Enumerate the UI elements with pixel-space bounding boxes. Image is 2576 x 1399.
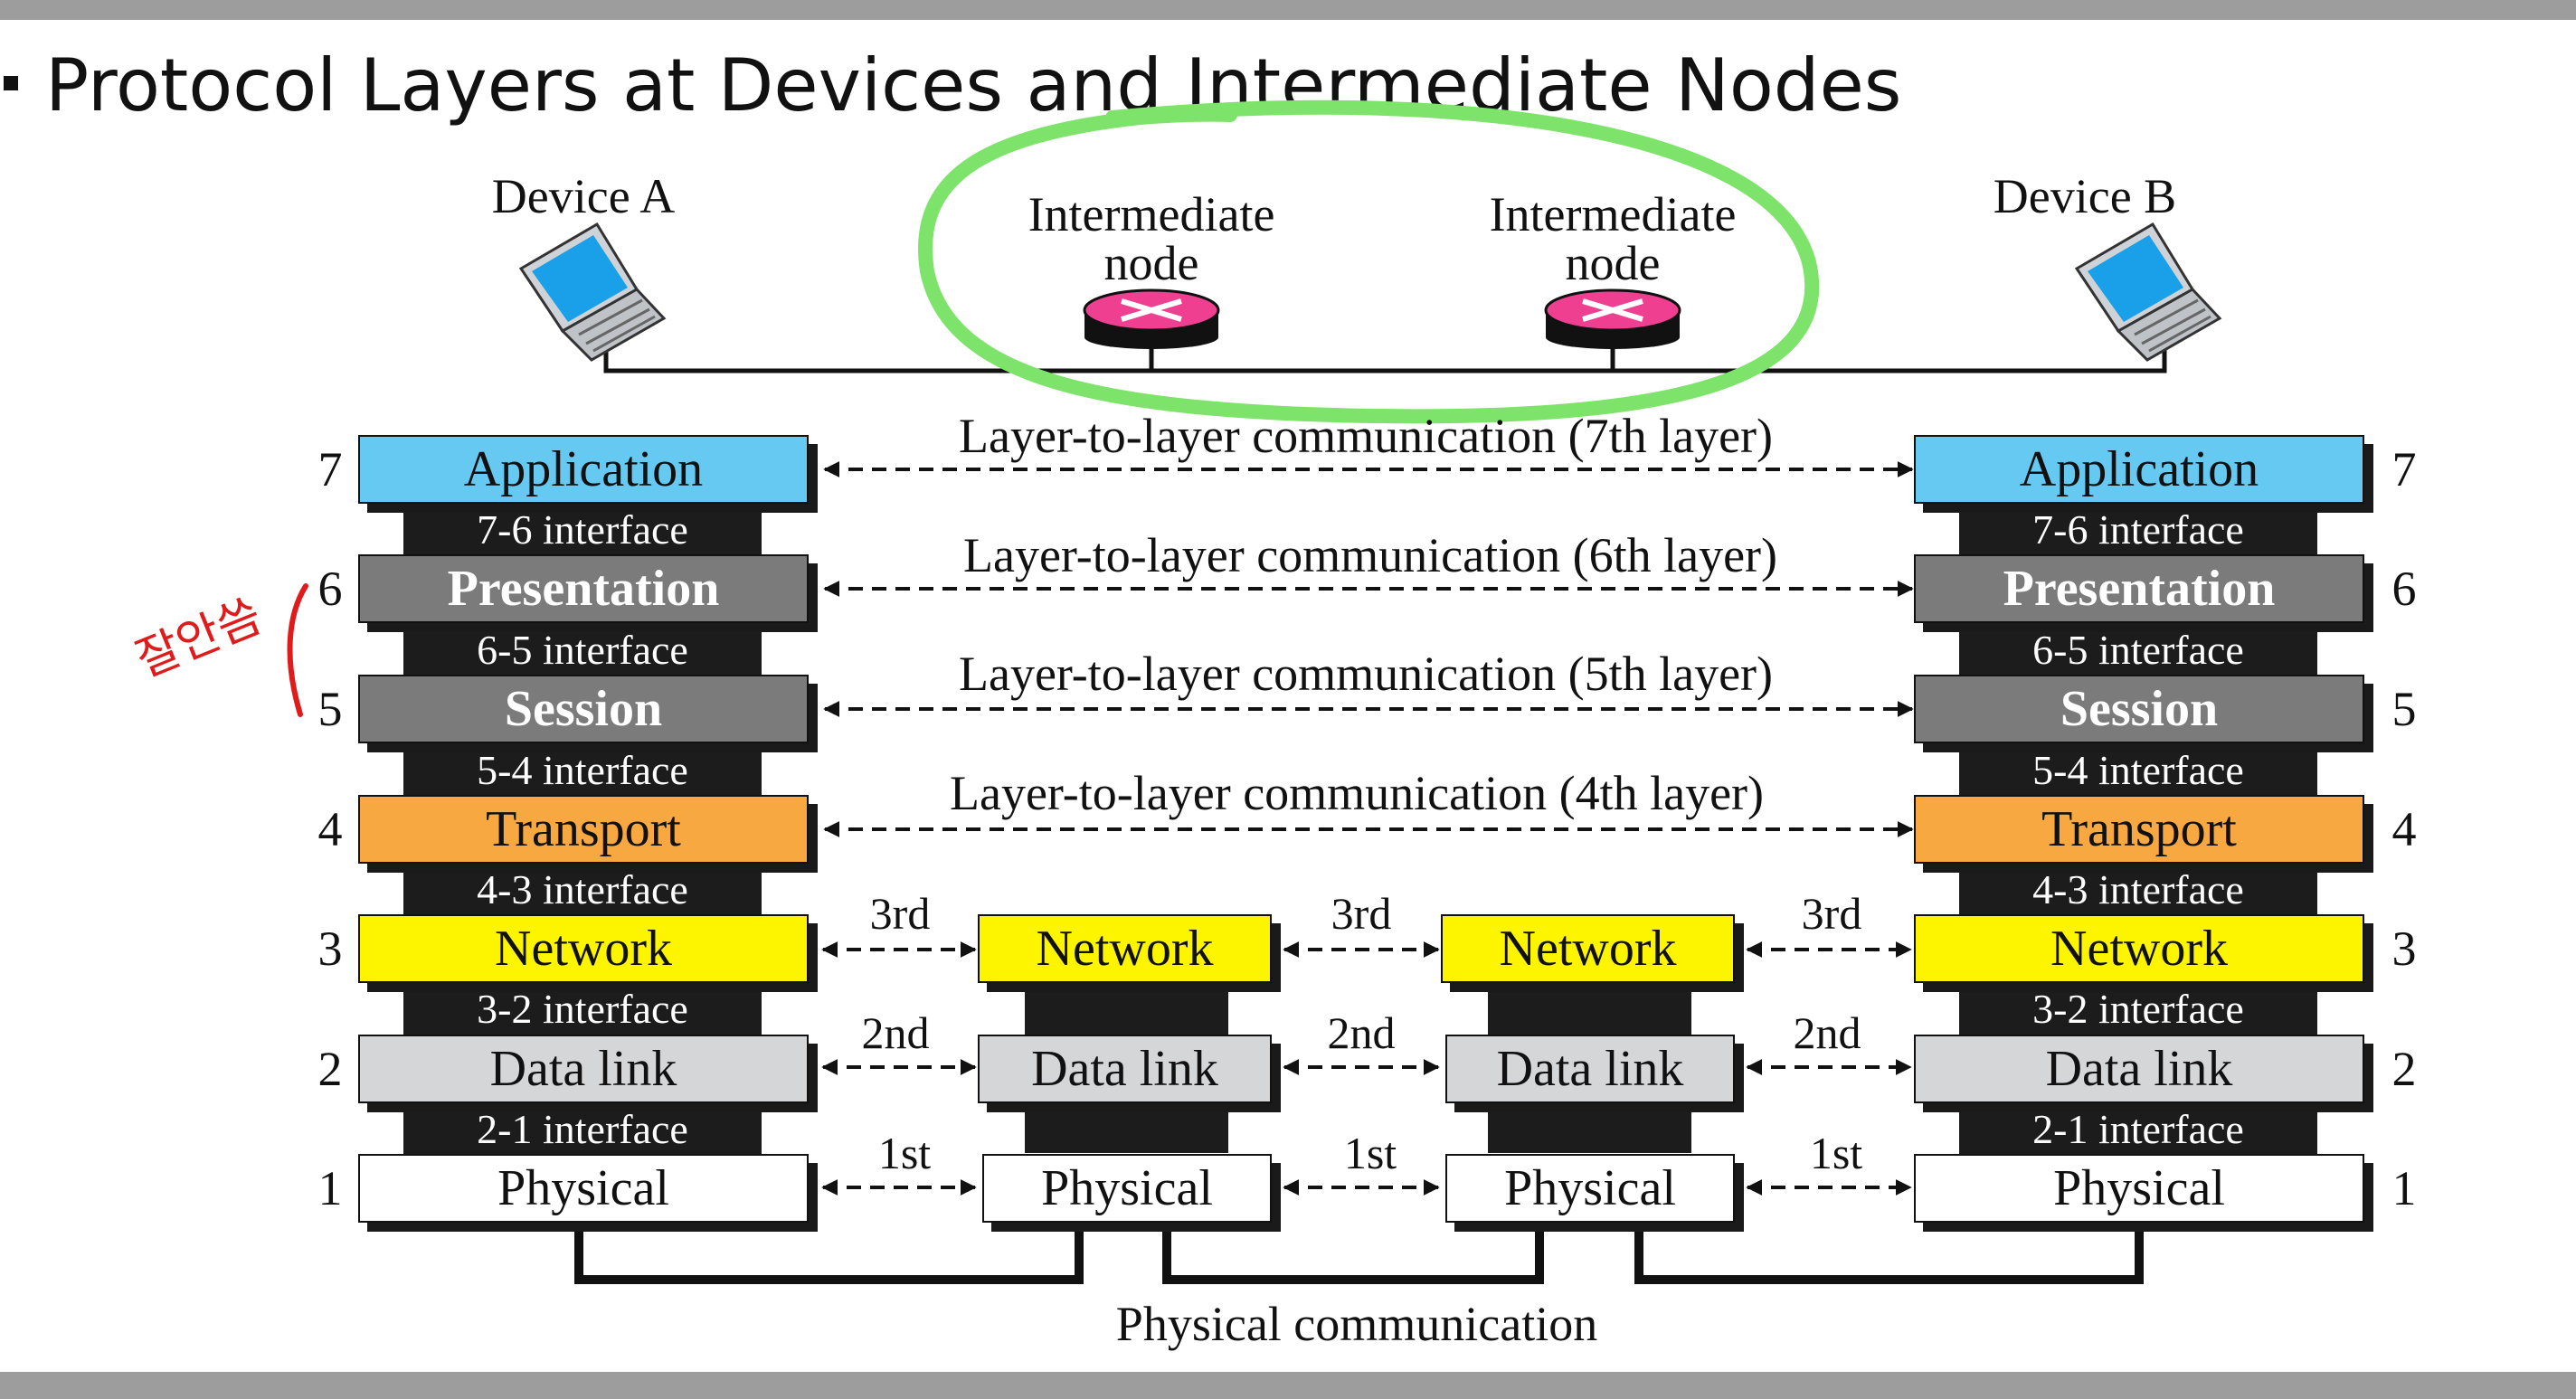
device-b-label: Device B — [1993, 169, 2177, 223]
device-b-interface-7-6: 7-6 interface — [1959, 504, 2317, 555]
device-b-application: Application — [1914, 435, 2364, 504]
device-b-transport: Transport — [1914, 795, 2364, 864]
communication-label-6: Layer-to-layer communication (6th layer) — [962, 528, 1778, 582]
laptop-icon — [2074, 222, 2222, 362]
hop-label-1st: 1st — [1343, 1128, 1397, 1178]
layer-number-6-right: 6 — [2391, 562, 2417, 616]
bottom-bar — [0, 1372, 2576, 1399]
node-1-network: Network — [978, 914, 1272, 983]
device-a-interface-7-6: 7-6 interface — [403, 504, 762, 555]
hop-label-2nd: 2nd — [1793, 1007, 1861, 1058]
device-a-physical: Physical — [358, 1154, 809, 1223]
layer-number-6-left: 6 — [317, 562, 343, 616]
physical-links — [574, 1212, 2144, 1284]
slide-title-text: Protocol Layers at Devices and Intermedi… — [45, 43, 1902, 128]
green-highlight-circle — [918, 99, 1820, 424]
router-icon — [1544, 288, 1681, 349]
device-a-interface-2-1: 2-1 interface — [403, 1103, 762, 1155]
intermediate-node-2-label: Intermediate node — [1489, 187, 1737, 290]
bullet-icon — [4, 76, 18, 91]
node-1-physical: Physical — [982, 1154, 1272, 1223]
device-a-network: Network — [358, 914, 809, 983]
hop-label-2nd: 2nd — [861, 1007, 930, 1058]
device-a-interface-4-3: 4-3 interface — [403, 864, 762, 915]
device-b-interface-5-4: 5-4 interface — [1959, 744, 2317, 796]
layer-number-2-left: 2 — [317, 1042, 343, 1096]
device-a-interface-3-2: 3-2 interface — [403, 983, 762, 1035]
layer-number-4-right: 4 — [2391, 802, 2417, 856]
annotation-bracket — [287, 583, 308, 717]
device-a-data-link: Data link — [358, 1035, 809, 1103]
node-2-network: Network — [1441, 914, 1735, 983]
layer-number-1-right: 1 — [2391, 1161, 2417, 1215]
physical-communication-label: Physical communication — [1115, 1297, 1598, 1351]
device-b-physical: Physical — [1914, 1154, 2364, 1223]
layer-number-3-right: 3 — [2391, 922, 2417, 976]
layer-number-7-right: 7 — [2391, 442, 2417, 496]
layer-number-5-left: 5 — [317, 682, 343, 736]
device-a-application: Application — [358, 435, 809, 504]
communication-label-4: Layer-to-layer communication (4th layer) — [949, 766, 1765, 820]
device-b-interface-3-2: 3-2 interface — [1959, 983, 2317, 1035]
hop-label-1st: 1st — [877, 1128, 932, 1178]
laptop-icon — [518, 222, 667, 362]
node-1-data-link: Data link — [978, 1035, 1272, 1103]
communication-label-7: Layer-to-layer communication (7th layer) — [958, 409, 1774, 463]
slide-title: Protocol Layers at Devices and Intermedi… — [0, 36, 1901, 136]
device-a-presentation: Presentation — [358, 554, 809, 623]
device-a-interface-6-5: 6-5 interface — [403, 624, 762, 676]
layer-arrows — [823, 461, 1914, 837]
device-b-data-link: Data link — [1914, 1035, 2364, 1103]
router-icon — [1083, 288, 1220, 349]
layer-number-4-left: 4 — [317, 802, 343, 856]
hop-label-3rd: 3rd — [869, 888, 931, 939]
device-a-interface-5-4: 5-4 interface — [403, 744, 762, 796]
device-b-interface-4-3: 4-3 interface — [1959, 864, 2317, 915]
intermediate-node-1-label: Intermediate node — [1028, 187, 1275, 290]
layer-number-3-left: 3 — [317, 922, 343, 976]
device-a-label: Device A — [491, 169, 676, 223]
device-b-interface-2-1: 2-1 interface — [1959, 1103, 2317, 1155]
top-bar — [0, 0, 2576, 20]
device-a-transport: Transport — [358, 795, 809, 864]
device-b-interface-6-5: 6-5 interface — [1959, 624, 2317, 676]
hop-label-3rd: 3rd — [1331, 888, 1392, 939]
hop-arrows — [821, 941, 1912, 1196]
hop-label-1st: 1st — [1809, 1128, 1863, 1178]
layer-number-5-right: 5 — [2391, 682, 2417, 736]
top-network-line — [603, 344, 2167, 373]
hop-label-2nd: 2nd — [1327, 1007, 1396, 1058]
device-a-session: Session — [358, 675, 809, 743]
device-b-network: Network — [1914, 914, 2364, 983]
hop-label-3rd: 3rd — [1801, 888, 1862, 939]
layer-number-7-left: 7 — [317, 442, 343, 496]
device-b-presentation: Presentation — [1914, 554, 2364, 623]
node-2-physical: Physical — [1445, 1154, 1735, 1223]
layer-number-2-right: 2 — [2391, 1042, 2417, 1096]
node-2-data-link: Data link — [1445, 1035, 1735, 1103]
layer-number-1-left: 1 — [317, 1161, 343, 1215]
communication-label-5: Layer-to-layer communication (5th layer) — [958, 647, 1774, 701]
device-b-session: Session — [1914, 675, 2364, 743]
